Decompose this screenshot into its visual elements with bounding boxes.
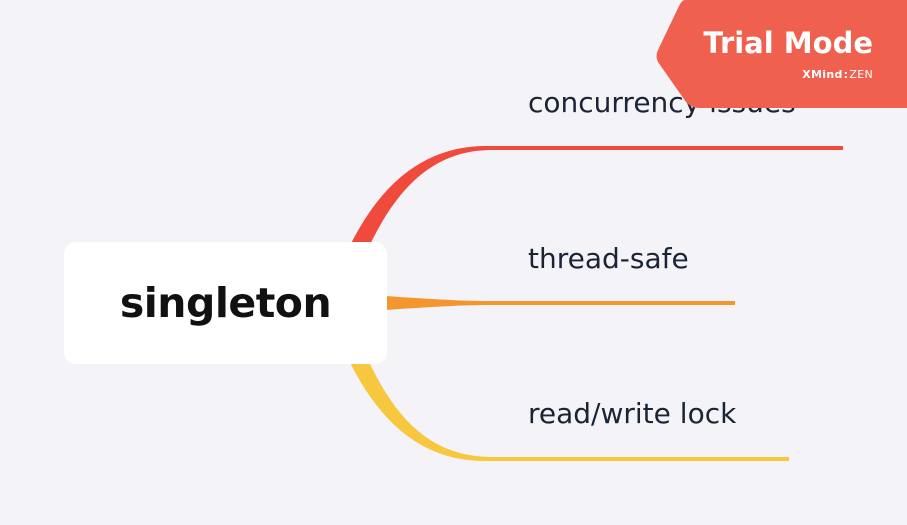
subtopic-thread-safe[interactable]: thread-safe xyxy=(528,242,689,275)
central-topic-label: singleton xyxy=(119,279,332,327)
subtopic-label: read/write lock xyxy=(528,397,737,430)
trial-mode-title: Trial Mode xyxy=(703,26,873,60)
subtopic-read-write-lock[interactable]: read/write lock xyxy=(528,397,736,430)
trial-badge-shape xyxy=(656,0,907,108)
xmind-zen-logo: XMind:ZEN xyxy=(802,68,873,81)
branch-thread-safe-taper xyxy=(385,296,488,310)
brand-zen: ZEN xyxy=(849,68,873,81)
brand-xmind: XMind xyxy=(802,68,843,81)
brand-separator: : xyxy=(843,68,849,81)
subtopic-label: thread-safe xyxy=(528,242,689,275)
trial-mode-badge[interactable]: Trial Mode XMind:ZEN xyxy=(655,0,907,108)
central-topic[interactable]: singleton xyxy=(64,242,387,364)
